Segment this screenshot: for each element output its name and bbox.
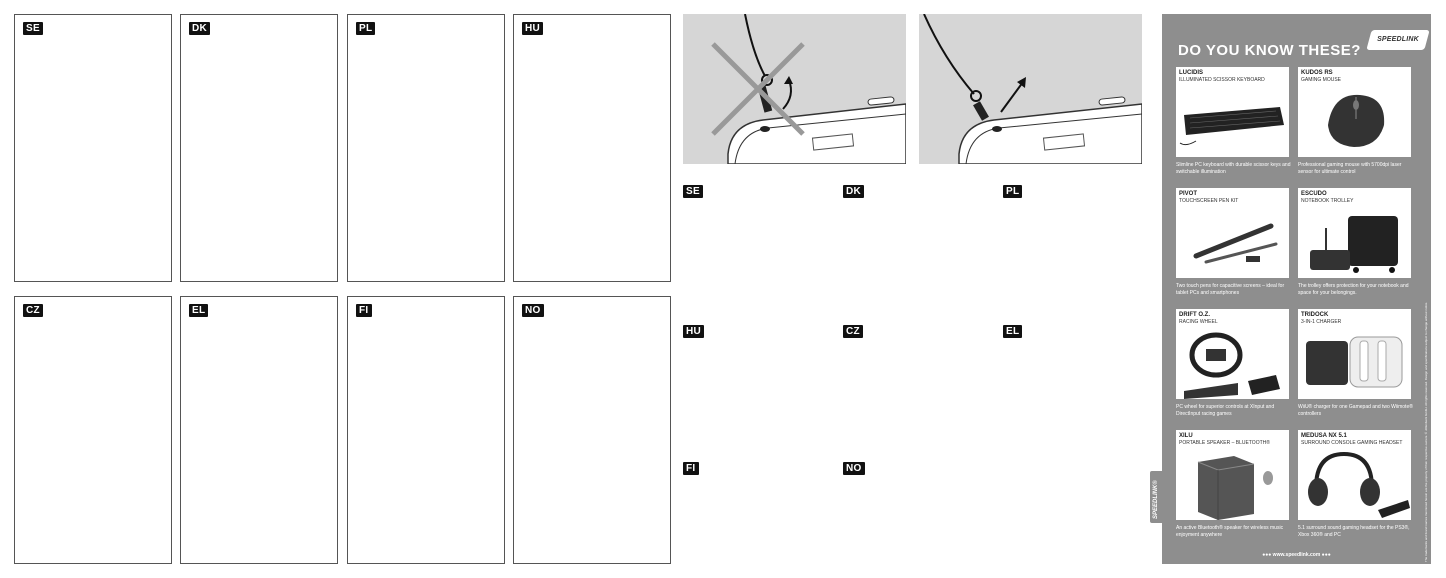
- product-subtitle: NOTEBOOK TROLLEY: [1301, 198, 1354, 204]
- language-badge: DK: [189, 22, 211, 35]
- language-badge: NO: [843, 462, 865, 475]
- side-tab-label: SPEEDLINK®: [1153, 480, 1159, 519]
- panel-se: SE: [14, 14, 172, 282]
- product-card-xilu: XILU PORTABLE SPEAKER – BLUETOOTH®: [1176, 430, 1289, 520]
- product-description: Two touch pens for capacitive screens – …: [1176, 283, 1285, 296]
- illustration-wrong-removal: [683, 14, 906, 164]
- product-card-pivot: PIVOT TOUCHSCREEN PEN KIT: [1176, 188, 1289, 278]
- product-name: LUCIDIS: [1179, 70, 1203, 76]
- language-badge: NO: [522, 304, 544, 317]
- language-badge: FI: [356, 304, 372, 317]
- panel-hu: HU: [513, 14, 671, 282]
- product-name: KUDOS RS: [1301, 70, 1333, 76]
- product-name: PIVOT: [1179, 191, 1198, 197]
- product-subtitle: 3-IN-1 CHARGER: [1301, 319, 1342, 325]
- language-badge: DK: [843, 185, 865, 198]
- legal-fine-print: The trademarks and brand names mentioned…: [1424, 301, 1428, 562]
- product-catalog: DO YOU KNOW THESE? SPEEDLINK LUCIDIS ILL…: [1162, 14, 1431, 564]
- language-badge: HU: [683, 325, 705, 338]
- product-subtitle: GAMING MOUSE: [1301, 77, 1342, 83]
- product-description: Slimline PC keyboard with durable scisso…: [1176, 162, 1291, 175]
- pen-icon: [1193, 223, 1278, 264]
- website-url[interactable]: ●●● www.speedlink.com ●●●: [1262, 552, 1331, 558]
- language-badge: SE: [683, 185, 703, 198]
- panel-fi: FI: [347, 296, 505, 564]
- keyboard-icon: [1179, 107, 1284, 146]
- illustration-correct-removal: [919, 14, 1142, 164]
- product-name: ESCUDO: [1301, 191, 1327, 197]
- wheel-icon: [1184, 332, 1280, 399]
- language-badge: HU: [522, 22, 544, 35]
- language-badge: FI: [683, 462, 699, 475]
- panel-dk: DK: [180, 14, 338, 282]
- product-name: DRIFT O.Z.: [1179, 312, 1210, 318]
- charger-icon: [1306, 336, 1403, 388]
- product-subtitle: ILLUMINATED SCISSOR KEYBOARD: [1179, 77, 1265, 83]
- logo-text: SPEEDLINK: [1377, 36, 1419, 43]
- product-description: 5.1 surround sound gaming headset for th…: [1298, 525, 1410, 538]
- speedlink-logo: SPEEDLINK: [1366, 30, 1430, 50]
- language-badge: CZ: [843, 325, 863, 338]
- product-subtitle: RACING WHEEL: [1179, 319, 1218, 325]
- product-description: Professional gaming mouse with 5700dpi l…: [1298, 162, 1402, 175]
- product-description: PC wheel for superior controls at XInput…: [1176, 404, 1275, 417]
- product-name: XILU: [1179, 433, 1193, 439]
- language-badge: EL: [1003, 325, 1023, 338]
- product-description: The trolley offers protection for your n…: [1298, 283, 1409, 296]
- product-subtitle: PORTABLE SPEAKER – BLUETOOTH®: [1179, 440, 1270, 446]
- language-badge: SE: [23, 22, 43, 35]
- language-badge: EL: [189, 304, 209, 317]
- product-card-drift-oz: DRIFT O.Z. RACING WHEEL: [1176, 309, 1289, 399]
- product-name: MEDUSA NX 5.1: [1301, 433, 1347, 439]
- headset-icon: [1308, 451, 1410, 518]
- language-badge: PL: [1003, 185, 1023, 198]
- product-card-lucidis: LUCIDIS ILLUMINATED SCISSOR KEYBOARD: [1176, 67, 1289, 157]
- product-name: TRIDOCK: [1301, 312, 1329, 318]
- product-subtitle: SURROUND CONSOLE GAMING HEADSET: [1301, 440, 1403, 446]
- product-description: An active Bluetooth® speaker for wireles…: [1176, 525, 1284, 538]
- product-subtitle: TOUCHSCREEN PEN KIT: [1179, 198, 1239, 204]
- product-card-kudos-rs: KUDOS RS GAMING MOUSE: [1298, 67, 1411, 157]
- product-description: WiiU® charger for one Gamepad and two Wi…: [1298, 404, 1413, 417]
- language-badge: PL: [356, 22, 376, 35]
- trolley-icon: [1310, 216, 1398, 273]
- mouse-icon: [1328, 94, 1385, 147]
- panel-cz: CZ: [14, 296, 172, 564]
- language-badge: CZ: [23, 304, 43, 317]
- product-card-medusa-nx: MEDUSA NX 5.1 SURROUND CONSOLE GAMING HE…: [1298, 430, 1411, 520]
- panel-el: EL: [180, 296, 338, 564]
- speaker-icon: [1197, 456, 1273, 520]
- product-card-tridock: TRIDOCK 3-IN-1 CHARGER: [1298, 309, 1411, 399]
- panel-no: NO: [513, 296, 671, 564]
- catalog-title: DO YOU KNOW THESE?: [1178, 42, 1361, 59]
- panel-pl: PL: [347, 14, 505, 282]
- product-card-escudo: ESCUDO NOTEBOOK TROLLEY: [1298, 188, 1411, 278]
